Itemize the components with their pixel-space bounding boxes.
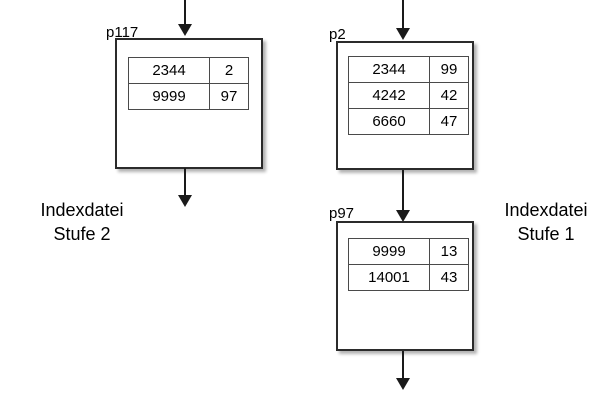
table-row: 9999 97 — [128, 83, 249, 110]
arrow-head — [178, 24, 192, 36]
block-label-p97: p97 — [329, 205, 355, 222]
entry-pointer: 99 — [429, 56, 469, 83]
entry-pointer: 13 — [429, 238, 469, 265]
arrow-out-of-p117 — [178, 168, 192, 208]
table-row: 2344 2 — [128, 57, 249, 84]
table-row: 6660 47 — [348, 108, 469, 135]
entry-key: 14001 — [348, 264, 430, 291]
caption-line-2: Stufe 2 — [53, 224, 111, 245]
caption-index-level-2: Indexdatei Stufe 2 — [16, 198, 148, 247]
entry-key: 2344 — [128, 57, 210, 84]
entry-pointer: 43 — [429, 264, 469, 291]
arrow-head — [396, 210, 410, 222]
entry-pointer: 2 — [209, 57, 249, 84]
block-label-p117: p117 — [106, 24, 139, 41]
arrow-p2-to-p97 — [396, 170, 410, 223]
entry-table-p2: 2344 99 4242 42 6660 47 — [348, 56, 469, 135]
block-label-p2: p2 — [329, 26, 346, 43]
caption-line-1: Indexdatei — [40, 200, 124, 220]
entry-table-p117: 2344 2 9999 97 — [128, 57, 249, 110]
arrow-shaft — [402, 351, 404, 380]
arrow-head — [178, 195, 192, 207]
table-row: 4242 42 — [348, 82, 469, 109]
arrow-into-p117 — [178, 0, 192, 36]
entry-key: 9999 — [128, 83, 210, 110]
entry-key: 4242 — [348, 82, 430, 109]
entry-pointer: 97 — [209, 83, 249, 110]
arrow-shaft — [184, 168, 186, 197]
entry-table-p97: 9999 13 14001 43 — [348, 238, 469, 291]
entry-key: 9999 — [348, 238, 430, 265]
arrow-into-p2 — [396, 0, 410, 40]
entry-key: 2344 — [348, 56, 430, 83]
caption-index-level-1: Indexdatei Stufe 1 — [490, 198, 602, 247]
arrow-head — [396, 378, 410, 390]
table-row: 2344 99 — [348, 56, 469, 83]
table-row: 9999 13 — [348, 238, 469, 265]
entry-pointer: 47 — [429, 108, 469, 135]
table-row: 14001 43 — [348, 264, 469, 291]
entry-key: 6660 — [348, 108, 430, 135]
entry-pointer: 42 — [429, 82, 469, 109]
arrow-shaft — [402, 0, 404, 29]
arrow-shaft — [184, 0, 186, 25]
arrow-shaft — [402, 170, 404, 212]
arrow-out-of-p97 — [396, 351, 410, 391]
caption-line-1: Indexdatei — [504, 200, 588, 220]
caption-line-2: Stufe 1 — [517, 224, 575, 245]
arrow-head — [396, 28, 410, 40]
